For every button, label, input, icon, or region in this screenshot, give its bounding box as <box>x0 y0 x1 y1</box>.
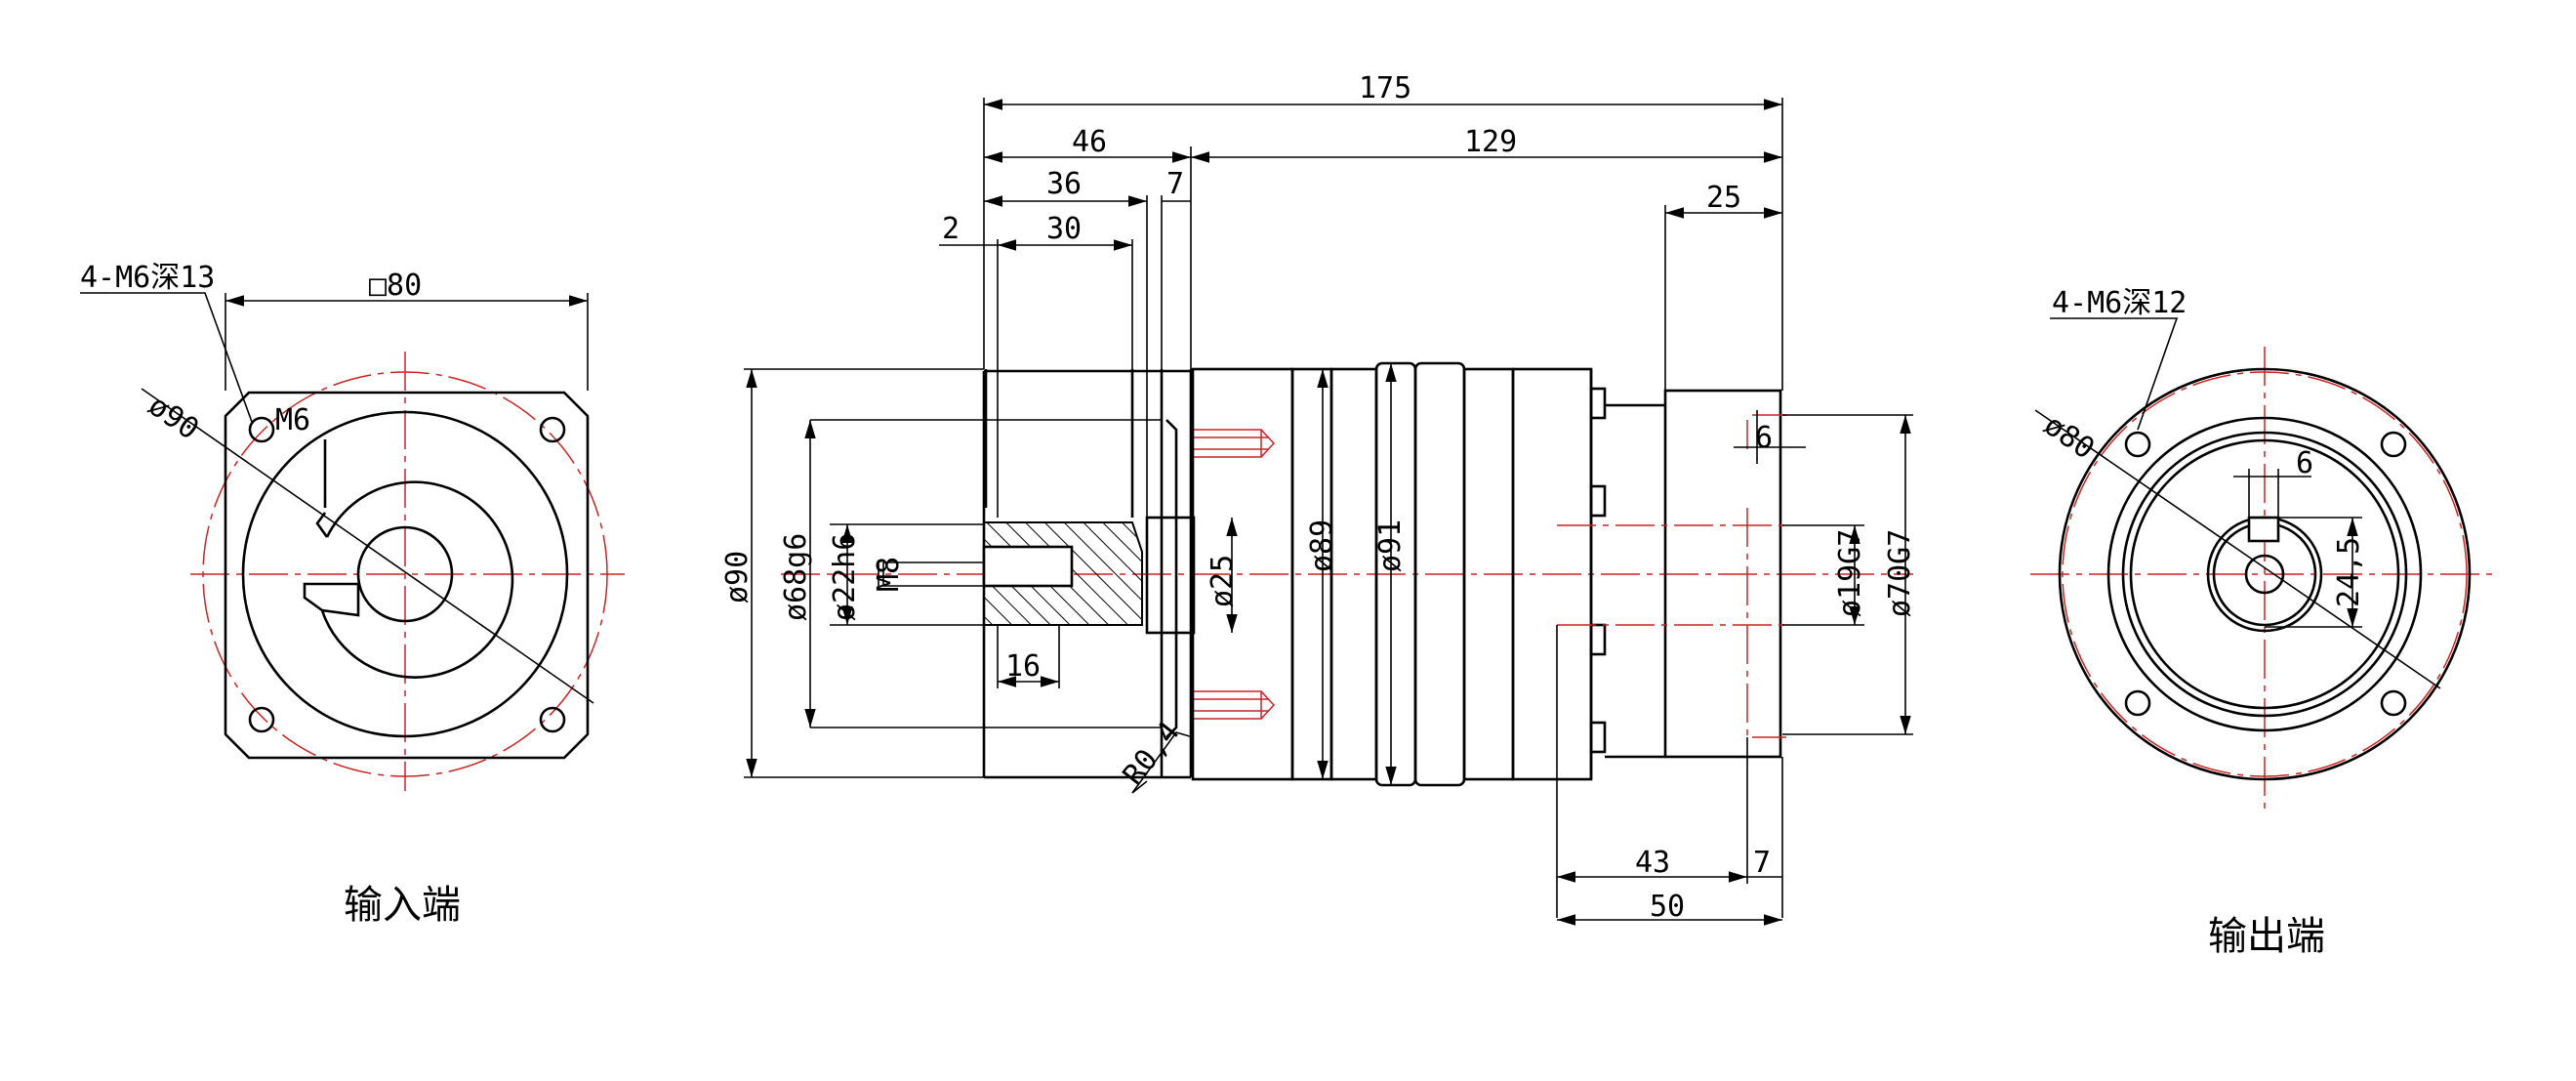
dim-dia25: ø25 <box>1206 555 1240 607</box>
dim-2: 2 <box>942 212 960 246</box>
dim-16: 16 <box>1005 649 1041 684</box>
output-view-caption: 输出端 <box>2208 914 2325 959</box>
dim-50: 50 <box>1650 890 1685 924</box>
key-width: 6 <box>2296 446 2313 480</box>
dim-dia90: ø90 <box>720 551 755 603</box>
square-dim: □80 <box>369 269 422 303</box>
dim-7-top: 7 <box>1166 167 1184 201</box>
key-height: 24,5 <box>2332 537 2366 607</box>
dim-36: 36 <box>1046 167 1082 201</box>
input-view: □80 4-M6深13 ø90 M6 输入端 <box>80 261 625 928</box>
output-holes-label: 4-M6深12 <box>2052 286 2187 320</box>
dim-dia89: ø89 <box>1305 520 1339 572</box>
dim-dia91: ø91 <box>1373 520 1408 572</box>
dim-7-bottom: 7 <box>1753 846 1771 880</box>
dim-dia22: ø22h6 <box>828 533 862 621</box>
output-view: 6 24,5 4-M6深12 ø80 输出端 <box>2030 286 2499 959</box>
dim-dia19: ø19G7 <box>1833 529 1867 617</box>
output-pcd-label: ø80 <box>2037 408 2100 467</box>
dim-dia70: ø70G7 <box>1883 529 1917 617</box>
dim-43: 43 <box>1635 846 1670 880</box>
side-view: 175 46 129 36 7 30 2 25 6 16 43 <box>720 71 1917 926</box>
input-view-caption: 输入端 <box>344 883 461 928</box>
dim-dia68: ø68g6 <box>779 533 813 621</box>
dim-m8: M8 <box>872 557 906 592</box>
dim-overall: 175 <box>1359 71 1411 105</box>
dim-25: 25 <box>1706 181 1741 215</box>
dim-46: 46 <box>1072 125 1107 159</box>
dim-30: 30 <box>1046 212 1082 246</box>
input-thread-label: M6 <box>275 403 310 437</box>
dim-129: 129 <box>1464 125 1517 159</box>
dim-6: 6 <box>1755 421 1773 455</box>
input-pcd-label: ø90 <box>142 389 204 447</box>
input-holes-label: 4-M6深13 <box>80 261 215 295</box>
